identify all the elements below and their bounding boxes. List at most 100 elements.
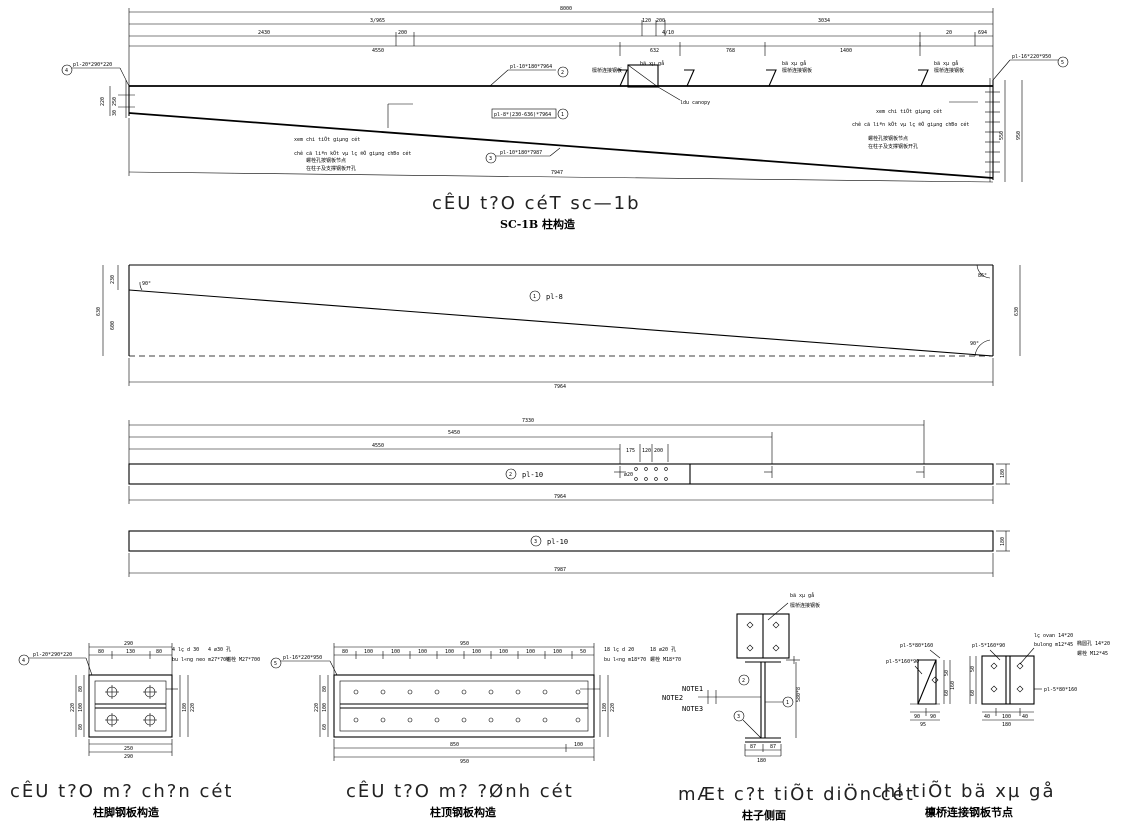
node-front-plate (981, 655, 1035, 705)
base-note: 4 lç d 30 (172, 647, 199, 653)
top-dim-bottom-b: 100 (574, 742, 583, 748)
base-title-cn: 柱脚钢板构造 (93, 805, 160, 819)
base-dim-bottom-a: 250 (124, 746, 133, 752)
top-dim-ticks (355, 651, 573, 659)
plate3-marker-num: 3 (534, 539, 537, 545)
top-note: 18 lç d 20 (604, 647, 634, 653)
marker-1-num: 1 (561, 112, 564, 118)
base-note-cn-2: 锚栓 M27*700 (226, 656, 260, 663)
top-dim-a: 80 (342, 649, 348, 655)
base-dim-top-a: 80 (98, 649, 104, 655)
plate1-dim-left-a: 230 (110, 275, 116, 284)
dim-chain3-a: 2430 (258, 30, 270, 36)
pl2-label: pl-10*180*7964 (510, 64, 552, 70)
column-section-detail: bä xµ gå 檩桥连接钢板 580*8 2 1 3 NOTE1 NOTE2 (662, 592, 915, 822)
section-marker-3 (733, 710, 745, 722)
plate1-marker (529, 290, 541, 302)
purlin-cn-1: 檩桥连接钢板 (592, 67, 622, 74)
top-note-cn: 18 ø20 孔 (650, 646, 676, 653)
top-dim-i: 100 (553, 649, 562, 655)
node-dim-h-a: 50 (944, 670, 950, 676)
top-dim-g: 100 (499, 649, 508, 655)
top-dim-j: 50 (580, 649, 586, 655)
dim-right-b: 950 (1016, 131, 1022, 140)
plate3-marker (530, 535, 542, 547)
dim-bottom-length: 7947 (551, 170, 563, 176)
marker-5 (1057, 56, 1069, 68)
base-plate-outline (88, 674, 173, 738)
top-marker (270, 657, 282, 669)
top-dim-d: 100 (418, 649, 427, 655)
plate-3-detail: 3 pl-10 180 7987 (128, 530, 1010, 577)
top-dim-f: 100 (472, 649, 481, 655)
plate2-label: pl-10 (522, 471, 543, 479)
angle-2: 86° (978, 273, 987, 279)
dim-chain4-d: 1400 (840, 48, 852, 54)
dim-chain3-b: 200 (398, 30, 407, 36)
plate1-dim-left-b: 600 (110, 321, 116, 330)
plate1-dim-left-c: 630 (96, 307, 102, 316)
top-dim-c: 100 (391, 649, 400, 655)
brace-note-right-3: 螺栓孔按钢板节点 (868, 135, 908, 142)
angle-1: 90° (142, 281, 151, 287)
node-dim-a1: 90 (914, 714, 920, 720)
pl3-label: pl-10*180*7987 (500, 150, 542, 156)
base-dim-right-a: 180 (182, 703, 188, 712)
plate3-dim-length: 7987 (554, 567, 566, 573)
purlin-node-detail: pl-5*80*160 pl-5*160*90 50 60 160 90 90 … (872, 633, 1110, 819)
top-dim-e: 100 (445, 649, 454, 655)
base-dim-left-total: 220 (70, 703, 76, 712)
top-dim-left-b: 100 (322, 703, 328, 712)
dim-chain2-b: 120 (642, 18, 651, 24)
plate2-dim-height: 180 (1000, 469, 1006, 478)
plate2-dim-f: 200 (654, 448, 663, 454)
brace-note-left-4: 在柱子及支撑钢板开孔 (306, 165, 356, 172)
brace-note-left-1: xem chi tiÕt giµng cét (294, 136, 360, 143)
top-dim-left-c: 60 (322, 724, 328, 730)
top-dim-bottom-c: 950 (460, 759, 469, 765)
dim-chain2-d: 3034 (818, 18, 830, 24)
node-dim-front-b: 60 (970, 690, 976, 696)
base-label: pl-20*290*220 (33, 652, 72, 658)
base-dim-left-a: 80 (78, 686, 84, 692)
plate3-label: pl-10 (547, 538, 568, 546)
dim-left-b: 250 (112, 97, 118, 106)
node-dim-b1: 40 (984, 714, 990, 720)
purlin-label-2: bä xµ gå (782, 60, 806, 67)
base-dim-top: 290 (124, 641, 133, 647)
top-marker-num: 5 (274, 661, 277, 667)
section-note1: NOTE1 (682, 685, 703, 693)
purlin-cn-3: 檩桥连接钢板 (934, 67, 964, 74)
base-dim-top-b: 130 (126, 649, 135, 655)
node-pl-a: pl-5*80*160 (900, 643, 933, 649)
node-note: lç ovan 14*20 (1034, 633, 1073, 639)
dim-chain4-c: 768 (726, 48, 735, 54)
base-dim-left-b: 100 (78, 703, 84, 712)
node-dim-b3: 40 (1022, 714, 1028, 720)
base-dim-left-c: 80 (78, 724, 84, 730)
section-title-pinyin: mÆt c?t tiÕt diÖn cét (678, 783, 915, 805)
node-dim-b-total: 180 (1002, 722, 1011, 728)
plate2-dim-e: 120 (642, 448, 651, 454)
plate-2-detail: 7330 5450 4550 175 120 200 ø20 2 pl-10 1… (128, 418, 1010, 504)
node-dim-a2: 90 (930, 714, 936, 720)
base-dim-right-b: 220 (190, 703, 196, 712)
purlin-cn-2: 檩桥连接钢板 (782, 67, 812, 74)
top-dim-left-total: 220 (314, 703, 320, 712)
plate1-dim-right: 630 (1014, 307, 1020, 316)
node-dim-front-a: 50 (970, 666, 976, 672)
plate-1-detail: 90° 86° 90° 1 pl-8 230 600 630 630 7964 (96, 264, 1021, 390)
brace-note-right-2: chê cã liªn kÕt vµ lç ®Ó giµng chÐo cét (852, 121, 969, 128)
plate1-label: pl-8 (546, 293, 563, 301)
section-dim-total: 180 (757, 758, 766, 764)
dim-chain4-a: 4550 (372, 48, 384, 54)
dim-overall-length: 8000 (560, 6, 572, 12)
top-dim-bottom-a: 850 (450, 742, 459, 748)
section-note3: NOTE3 (682, 705, 703, 713)
node-dim-a3: 95 (920, 722, 926, 728)
plate3-dim-height: 180 (1000, 537, 1006, 546)
section-marker-1-num: 1 (786, 700, 789, 706)
top-dim-b: 100 (364, 649, 373, 655)
base-marker (18, 654, 30, 666)
section-note2: NOTE2 (662, 694, 683, 702)
